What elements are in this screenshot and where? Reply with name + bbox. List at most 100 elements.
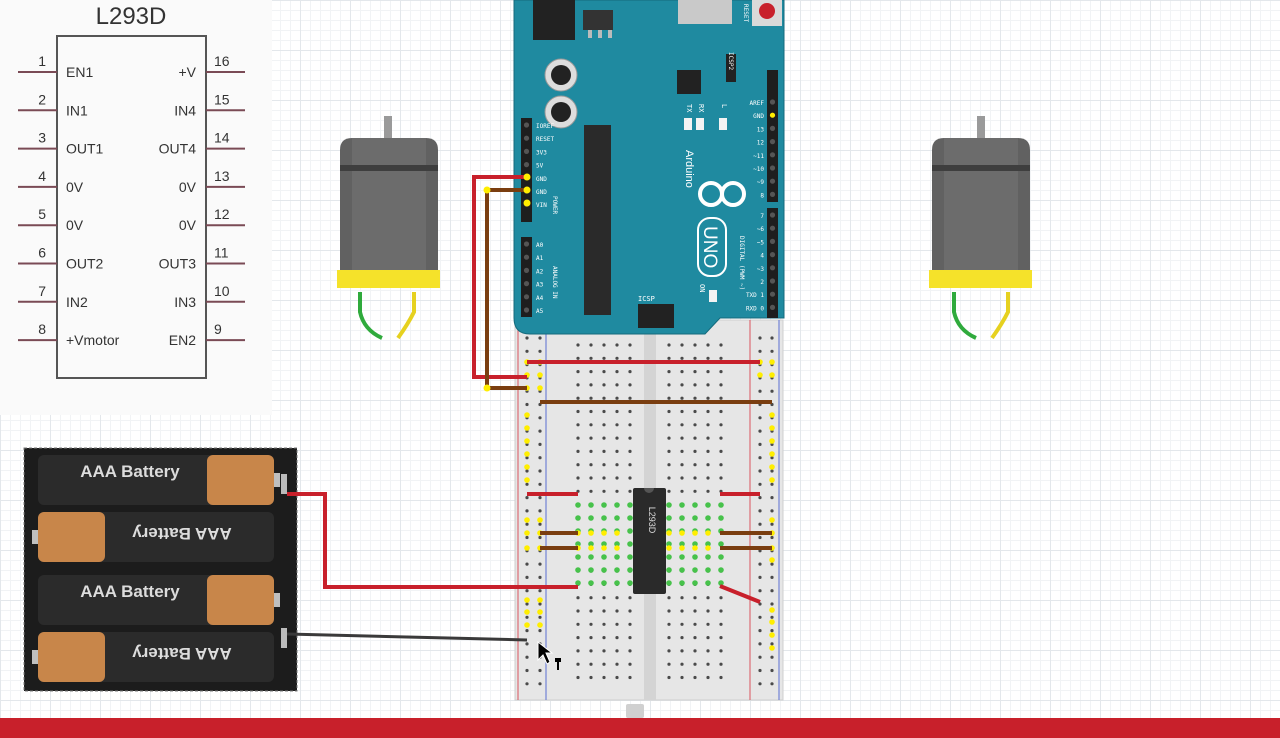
breadboard-hole[interactable] — [602, 423, 606, 427]
breadboard-hole[interactable] — [680, 409, 684, 414]
arduino-analog-pin[interactable] — [523, 241, 530, 247]
breadboard-hole[interactable] — [576, 383, 580, 387]
breadboard-hole[interactable] — [615, 409, 619, 414]
breadboard-hole[interactable] — [719, 423, 723, 427]
breadboard-hole[interactable] — [719, 476, 723, 480]
breadboard-hole[interactable] — [628, 370, 632, 374]
breadboard-hole[interactable] — [576, 662, 580, 666]
breadboard-hole[interactable] — [680, 356, 684, 360]
breadboard-hole[interactable] — [719, 383, 723, 387]
breadboard-rail-hole[interactable] — [525, 629, 529, 633]
breadboard-rail-hole[interactable] — [770, 602, 774, 606]
breadboard-hole[interactable] — [602, 343, 606, 347]
breadboard-hole[interactable] — [667, 463, 671, 467]
arduino-digital-pin[interactable] — [769, 238, 776, 244]
breadboard-hole[interactable] — [693, 675, 697, 680]
breadboard-hole[interactable] — [602, 662, 606, 666]
breadboard-hole[interactable] — [667, 649, 671, 653]
breadboard-hole[interactable] — [615, 449, 619, 453]
breadboard-hole[interactable] — [576, 409, 580, 414]
breadboard-hole[interactable] — [589, 476, 593, 480]
breadboard-rail-hole[interactable] — [525, 469, 529, 473]
breadboard-rail-hole[interactable] — [525, 682, 529, 686]
breadboard-hole[interactable] — [628, 596, 632, 600]
breadboard-hole[interactable] — [628, 343, 632, 347]
breadboard-rail-hole[interactable] — [538, 682, 542, 686]
breadboard-hole[interactable] — [576, 622, 580, 626]
breadboard-hole[interactable] — [680, 609, 684, 613]
breadboard-hole[interactable] — [615, 622, 619, 626]
breadboard-hole[interactable] — [615, 675, 619, 680]
breadboard-rail-hole[interactable] — [770, 575, 774, 580]
breadboard-rail-hole[interactable] — [538, 575, 542, 580]
reset-button[interactable] — [759, 3, 775, 19]
wire-battery-positive[interactable] — [287, 492, 578, 589]
breadboard-hole[interactable] — [615, 423, 619, 427]
breadboard-rail-hole[interactable] — [538, 615, 542, 619]
breadboard-rail-hole[interactable] — [770, 562, 774, 566]
breadboard-hole[interactable] — [602, 409, 606, 414]
breadboard-hole[interactable] — [615, 596, 619, 600]
breadboard-hole[interactable] — [602, 476, 606, 480]
breadboard-hole[interactable] — [576, 370, 580, 374]
breadboard-rail-hole[interactable] — [538, 336, 542, 340]
breadboard-rail-hole[interactable] — [538, 442, 542, 446]
breadboard-hole[interactable] — [706, 396, 710, 400]
arduino-digital-pin[interactable] — [769, 304, 776, 310]
breadboard-rail-hole[interactable] — [770, 589, 774, 593]
breadboard-hole[interactable] — [667, 489, 671, 493]
breadboard-hole[interactable] — [706, 449, 710, 453]
breadboard-hole[interactable] — [693, 649, 697, 653]
breadboard-hole[interactable] — [615, 609, 619, 613]
breadboard-rail-hole[interactable] — [525, 575, 529, 580]
breadboard-hole[interactable] — [706, 409, 710, 414]
breadboard-rail-hole[interactable] — [525, 589, 529, 593]
breadboard-hole[interactable] — [693, 409, 697, 414]
breadboard-hole[interactable] — [628, 463, 632, 467]
breadboard-hole[interactable] — [628, 622, 632, 626]
breadboard-rail-hole[interactable] — [758, 629, 762, 633]
breadboard-hole[interactable] — [628, 383, 632, 387]
breadboard-hole[interactable] — [719, 343, 723, 347]
arduino-analog-pin[interactable] — [523, 294, 530, 300]
arduino-digital-pin[interactable] — [769, 212, 776, 218]
breadboard-rail-hole[interactable] — [538, 349, 542, 353]
arduino-digital-pin[interactable] — [769, 191, 776, 197]
breadboard-rail-hole[interactable] — [525, 482, 529, 486]
breadboard-hole[interactable] — [602, 436, 606, 440]
breadboard-rail-hole[interactable] — [758, 442, 762, 446]
breadboard-hole[interactable] — [706, 356, 710, 360]
breadboard-hole[interactable] — [615, 370, 619, 374]
breadboard-rail-hole[interactable] — [758, 655, 762, 659]
breadboard-rail-hole[interactable] — [525, 336, 529, 340]
arduino-digital-pin[interactable] — [769, 291, 776, 297]
breadboard-hole[interactable] — [602, 675, 606, 680]
breadboard-rail-hole[interactable] — [758, 562, 762, 566]
wire-5v-to-rail[interactable] — [472, 175, 527, 379]
breadboard-hole[interactable] — [693, 489, 697, 493]
breadboard-hole[interactable] — [589, 436, 593, 440]
breadboard-rail-hole[interactable] — [770, 349, 774, 353]
breadboard-hole[interactable] — [680, 423, 684, 427]
breadboard-hole[interactable] — [576, 343, 580, 347]
breadboard-hole[interactable] — [706, 636, 710, 640]
breadboard-rail-hole[interactable] — [770, 522, 774, 526]
breadboard-hole[interactable] — [693, 609, 697, 613]
breadboard-hole[interactable] — [576, 423, 580, 427]
aaa-battery[interactable]: AAA Battery — [38, 455, 280, 505]
breadboard-hole[interactable] — [719, 436, 723, 440]
breadboard-hole[interactable] — [680, 596, 684, 600]
breadboard-rail-hole[interactable] — [525, 522, 529, 526]
breadboard-rail-hole[interactable] — [758, 336, 762, 340]
breadboard-rail-hole[interactable] — [758, 482, 762, 486]
l293d-schematic[interactable]: L293D 1EN12IN13OUT140V50V6OUT27IN28+Vmot… — [0, 0, 272, 415]
breadboard-rail-hole[interactable] — [525, 562, 529, 566]
breadboard-rail-hole[interactable] — [538, 509, 542, 513]
breadboard-rail-hole[interactable] — [758, 642, 762, 646]
arduino-digital-pin[interactable] — [769, 178, 776, 184]
breadboard-hole[interactable] — [628, 423, 632, 427]
breadboard-hole[interactable] — [680, 343, 684, 347]
breadboard-rail-hole[interactable] — [758, 589, 762, 593]
breadboard-hole[interactable] — [589, 622, 593, 626]
dc-motor-right[interactable] — [929, 116, 1032, 340]
